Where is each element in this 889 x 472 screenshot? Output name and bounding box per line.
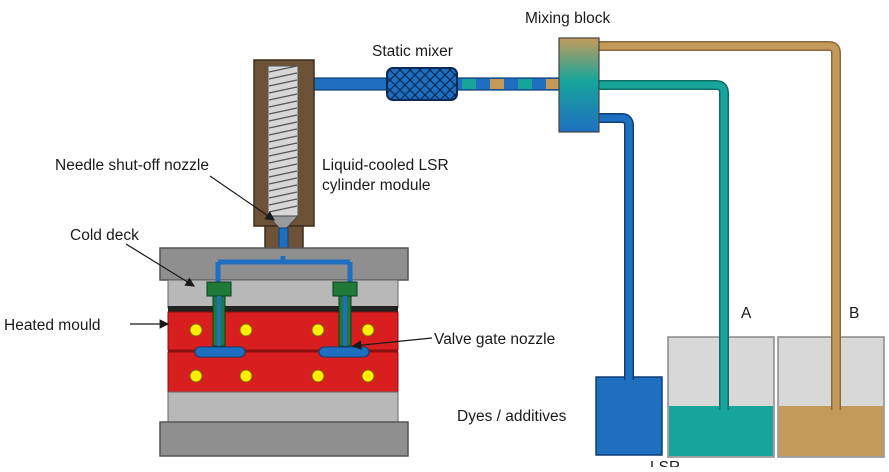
label-container-a: A: [741, 305, 752, 322]
label-dyes-additives: Dyes / additives: [457, 408, 567, 425]
cylinder-module: [253, 59, 315, 259]
label-lsr-partial: LSR ...: [650, 459, 697, 467]
mixed-stream-stripes: [462, 79, 560, 89]
screw-flight: [268, 65, 298, 213]
label-cold-deck: Cold deck: [70, 227, 139, 244]
label-cylinder-module-line2: cylinder module: [322, 177, 431, 194]
label-needle-shutoff-nozzle: Needle shut-off nozzle: [55, 157, 209, 174]
cavity-left: [194, 346, 246, 358]
label-cylinder-module-line1: Liquid-cooled LSR: [322, 157, 449, 174]
label-container-b: B: [849, 305, 859, 322]
cavity-right: [318, 346, 370, 358]
heater-elements: [189, 323, 375, 383]
mould-assembly: [159, 247, 409, 457]
mixing-block: [558, 37, 600, 133]
label-static-mixer: Static mixer: [372, 43, 453, 60]
container-dyes: [595, 376, 663, 456]
label-heated-mould: Heated mould: [4, 317, 101, 334]
label-mixing-block: Mixing block: [525, 10, 611, 27]
static-mixer: [386, 67, 458, 101]
heated-mould-lower: [167, 351, 399, 393]
label-valve-gate-nozzle: Valve gate nozzle: [434, 331, 555, 348]
feed-line-dyes: [595, 113, 634, 380]
valve-gate-right: [332, 281, 358, 347]
valve-gate-left: [206, 281, 232, 347]
